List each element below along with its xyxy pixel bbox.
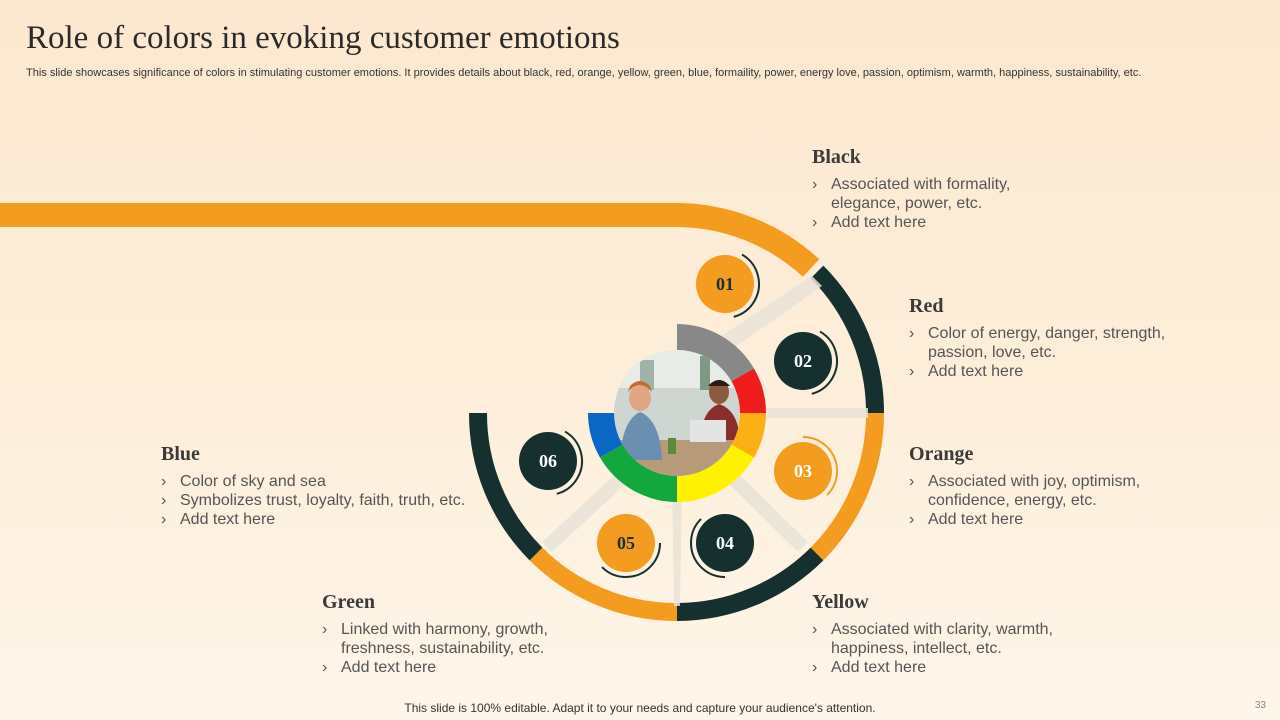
ring-segment-blue <box>468 412 543 561</box>
badge-04-label: 04 <box>716 533 734 553</box>
wheel-segment-green <box>600 441 677 502</box>
blue-point-3: Add text here <box>161 510 481 529</box>
red-heading: Red <box>909 295 944 317</box>
blue-info-block: Blue Color of sky and sea Symbolizes tru… <box>161 443 481 529</box>
yellow-heading: Yellow <box>812 591 869 613</box>
page-number: 33 <box>1254 700 1266 711</box>
wheel-segment-yellow <box>677 441 754 502</box>
green-heading: Green <box>322 591 375 613</box>
badge-04: 04 <box>690 508 760 578</box>
badge-02: 02 <box>768 326 838 396</box>
badge-01: 01 <box>690 249 760 319</box>
green-point-1: Linked with harmony, growth, freshness, … <box>322 620 562 658</box>
badge-03-label: 03 <box>794 461 812 481</box>
yellow-point-2: Add text here <box>812 658 1062 677</box>
wheel-segment-black <box>677 324 754 385</box>
orange-heading: Orange <box>909 443 974 465</box>
slide-subtitle: This slide showcases significance of col… <box>26 67 1142 79</box>
ring-segment-orange <box>810 412 885 561</box>
green-point-2: Add text here <box>322 658 562 677</box>
black-point-1: Associated with formality, elegance, pow… <box>812 175 1022 213</box>
orange-point-1: Associated with joy, optimism, confidenc… <box>909 472 1149 510</box>
badge-05: 05 <box>591 508 661 578</box>
yellow-info-block: Yellow Associated with clarity, warmth, … <box>812 591 1062 677</box>
ring-segment-yellow <box>676 547 824 621</box>
green-info-block: Green Linked with harmony, growth, fresh… <box>322 591 562 677</box>
badge-06: 06 <box>513 426 583 496</box>
red-point-1: Color of energy, danger, strength, passi… <box>909 324 1169 362</box>
badge-06-label: 06 <box>539 451 557 471</box>
orange-connector-bar <box>0 203 820 277</box>
blue-point-1: Color of sky and sea <box>161 472 481 491</box>
light-rays <box>542 276 868 606</box>
blue-heading: Blue <box>161 443 200 465</box>
black-point-2: Add text here <box>812 213 1022 232</box>
badge-02-label: 02 <box>794 351 812 371</box>
red-point-2: Add text here <box>909 362 1169 381</box>
blue-point-2: Symbolizes trust, loyalty, faith, truth,… <box>161 491 481 510</box>
ring-segment-green <box>529 547 678 622</box>
badge-05-label: 05 <box>617 533 635 553</box>
ring-segment-black <box>810 265 885 414</box>
orange-info-block: Orange Associated with joy, optimism, co… <box>909 443 1149 529</box>
black-heading: Black <box>812 146 861 168</box>
red-info-block: Red Color of energy, danger, strength, p… <box>909 295 1169 381</box>
badge-03: 03 <box>768 436 838 506</box>
black-info-block: Black Associated with formality, eleganc… <box>812 146 1022 232</box>
orange-point-2: Add text here <box>909 510 1149 529</box>
slide-title: Role of colors in evoking customer emoti… <box>26 20 620 56</box>
badge-01-label: 01 <box>716 274 734 294</box>
slide-footer: This slide is 100% editable. Adapt it to… <box>404 701 876 715</box>
yellow-point-1: Associated with clarity, warmth, happine… <box>812 620 1062 658</box>
